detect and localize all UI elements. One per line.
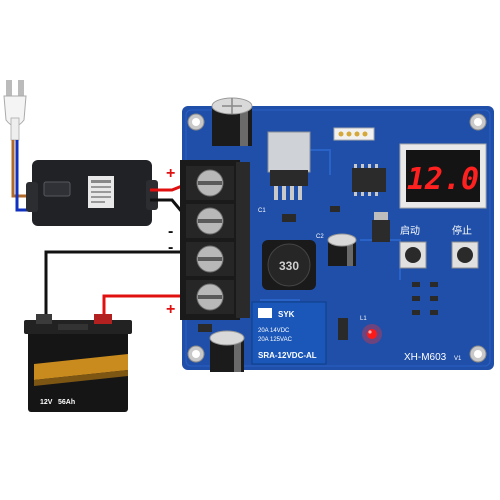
- smd-components: [198, 206, 438, 340]
- terminal-sign-minus-bottom: -: [168, 239, 173, 256]
- board-model: XH-M603: [404, 352, 447, 363]
- terminal-screw-3: [186, 242, 234, 276]
- relay-model: SRA-12VDC-AL: [258, 351, 317, 360]
- relay-spec-1: 20A 14VDC: [258, 328, 290, 334]
- relay-brand: SYK: [278, 310, 295, 319]
- start-label: 启动: [400, 224, 420, 237]
- dc-wire-red: [150, 184, 183, 192]
- start-button[interactable]: [399, 241, 427, 269]
- board-label-l1: L1: [360, 316, 367, 322]
- pin-header: [333, 127, 375, 141]
- power-plug: [3, 80, 27, 141]
- capacitor-top: [211, 97, 253, 146]
- board-version: V1: [454, 356, 462, 362]
- battery-stripe: [34, 354, 128, 380]
- voltage-regulator: [267, 131, 311, 200]
- terminal-sign-plus-top: +: [166, 165, 175, 182]
- terminal-screw-4: [186, 280, 234, 314]
- terminal-screw-2: [186, 204, 234, 238]
- inductor: 330: [262, 240, 316, 290]
- terminal-sign-plus-bottom: +: [166, 301, 175, 318]
- terminal-block: [180, 160, 250, 320]
- battery-voltage: 12V: [40, 399, 53, 406]
- board-label-c2: C2: [316, 234, 324, 240]
- terminal-sign-minus-top: -: [168, 223, 173, 240]
- capacitor-bottom: [209, 330, 245, 372]
- battery-wire-black: [44, 250, 182, 318]
- car-battery: 12V 56Ah: [24, 314, 132, 412]
- board-label-c1: C1: [258, 208, 266, 214]
- capacitor-mid: [327, 233, 357, 266]
- display-value: 12.0: [407, 162, 479, 197]
- power-adapter: [26, 160, 158, 226]
- led-display: 12.0: [399, 143, 487, 209]
- stop-button[interactable]: [451, 241, 479, 269]
- relay-spec-2: 20A 125VAC: [258, 337, 293, 343]
- battery-wire-red: [102, 294, 182, 320]
- transistor: [372, 212, 390, 242]
- battery-capacity: 56Ah: [58, 399, 75, 406]
- terminal-screw-1: [186, 166, 234, 200]
- ic-chip: [352, 164, 386, 196]
- indicator-led: [362, 324, 382, 344]
- dc-wire-black: [150, 198, 184, 213]
- inductor-label: 330: [279, 259, 299, 273]
- stop-label: 停止: [452, 224, 472, 237]
- relay: SYK 20A 14VDC 20A 125VAC SRA-12VDC-AL: [251, 301, 327, 365]
